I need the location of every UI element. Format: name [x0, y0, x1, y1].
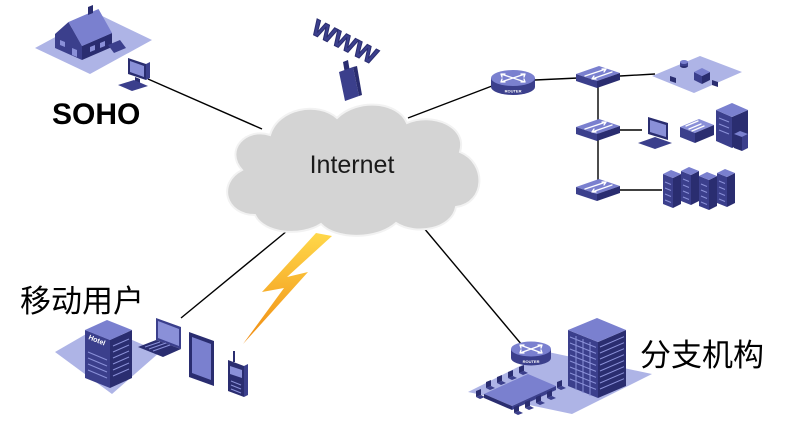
hq-router: ROUTER — [491, 70, 535, 95]
laptop-icon — [138, 318, 181, 357]
router-label: ROUTER — [523, 359, 540, 364]
table-top — [484, 374, 556, 406]
branch-link — [417, 220, 523, 346]
soho-link — [147, 78, 263, 130]
switch-icon-3 — [575, 178, 621, 202]
pc-keyboard — [638, 137, 672, 149]
phone-side — [244, 364, 248, 397]
router-switch-link — [534, 77, 579, 81]
server-rack-icon — [662, 166, 736, 211]
laptop-screen — [158, 321, 179, 346]
hq-link — [407, 85, 493, 119]
remote-site-icon — [652, 56, 742, 93]
building-windows-right — [599, 336, 625, 390]
server-rack — [680, 166, 700, 206]
chair — [514, 405, 523, 415]
mobile-label: 移动用户 — [20, 284, 144, 320]
server-rack — [698, 171, 718, 211]
phone-screen — [230, 366, 242, 378]
server-tower-icon — [716, 103, 748, 151]
www-plug — [339, 67, 359, 101]
site-small-box — [670, 76, 676, 83]
house-window — [100, 41, 105, 48]
hotel-top — [85, 320, 132, 340]
table-edge — [484, 394, 512, 410]
mobile-link — [180, 225, 294, 319]
table-edge — [512, 386, 556, 410]
building-top — [568, 318, 626, 342]
computer-icon — [118, 58, 150, 91]
cloud-label: Internet — [310, 151, 395, 179]
server-rack — [662, 169, 682, 209]
mobile-site: Hotel 移动用户 — [20, 233, 332, 397]
tower-top — [716, 103, 748, 117]
router-arrows — [500, 73, 526, 83]
house-side-face — [82, 33, 112, 60]
mobile-phone-icon — [228, 351, 248, 397]
house-wing — [108, 40, 126, 53]
house-icon — [55, 5, 126, 60]
tower-slots — [718, 117, 730, 135]
pc-icon — [638, 117, 672, 149]
router-label: ROUTER — [505, 89, 522, 94]
switch1-site-link — [619, 73, 656, 77]
keyboard — [118, 80, 148, 91]
hotel-windows — [87, 338, 130, 379]
tablet-screen — [192, 337, 211, 380]
branch-router: ROUTER — [511, 341, 551, 366]
site-small-box — [712, 80, 718, 87]
office-equipment — [638, 103, 748, 151]
site-tank-top — [680, 60, 688, 64]
fax-icon — [680, 119, 714, 143]
tablet-icon — [189, 332, 214, 386]
switch-icon-2 — [575, 118, 621, 142]
www-icon: www — [305, 9, 385, 101]
tower-small — [734, 134, 742, 151]
hotel-left-face — [85, 330, 110, 388]
phone-keypad — [230, 380, 242, 394]
conference-table-icon — [476, 365, 566, 415]
hotel-icon: Hotel — [85, 320, 132, 388]
branch-site: ROUTER 分支机构 — [468, 318, 764, 415]
house-chimney — [88, 5, 93, 15]
www-plug-side — [353, 66, 362, 96]
fax-front — [680, 127, 695, 143]
office-building-icon — [568, 318, 626, 398]
cloud-icon — [226, 103, 481, 237]
branch-label: 分支机构 — [640, 338, 764, 374]
server-rack — [716, 168, 736, 208]
fax-side — [695, 125, 714, 143]
building-windows-left — [569, 336, 597, 396]
soho-site: SOHO — [35, 5, 152, 131]
internet-cloud: Internet — [226, 103, 481, 237]
pc-screen — [650, 120, 666, 137]
monitor-side — [146, 62, 150, 80]
house-door — [72, 48, 77, 57]
house-window — [90, 45, 95, 52]
fax-keys — [685, 120, 705, 132]
router-arrows — [519, 344, 543, 354]
house-window — [60, 40, 65, 47]
laptop-keys — [144, 341, 171, 352]
site-box-top — [694, 68, 710, 76]
soho-label: SOHO — [52, 98, 140, 131]
tower-small-top — [734, 131, 748, 137]
monitor-screen — [130, 61, 144, 77]
switch-icon-1 — [575, 65, 621, 89]
lightning-icon — [243, 233, 332, 344]
house-roof — [68, 9, 112, 46]
tower-left — [716, 110, 732, 148]
tower-small-side — [742, 134, 748, 151]
